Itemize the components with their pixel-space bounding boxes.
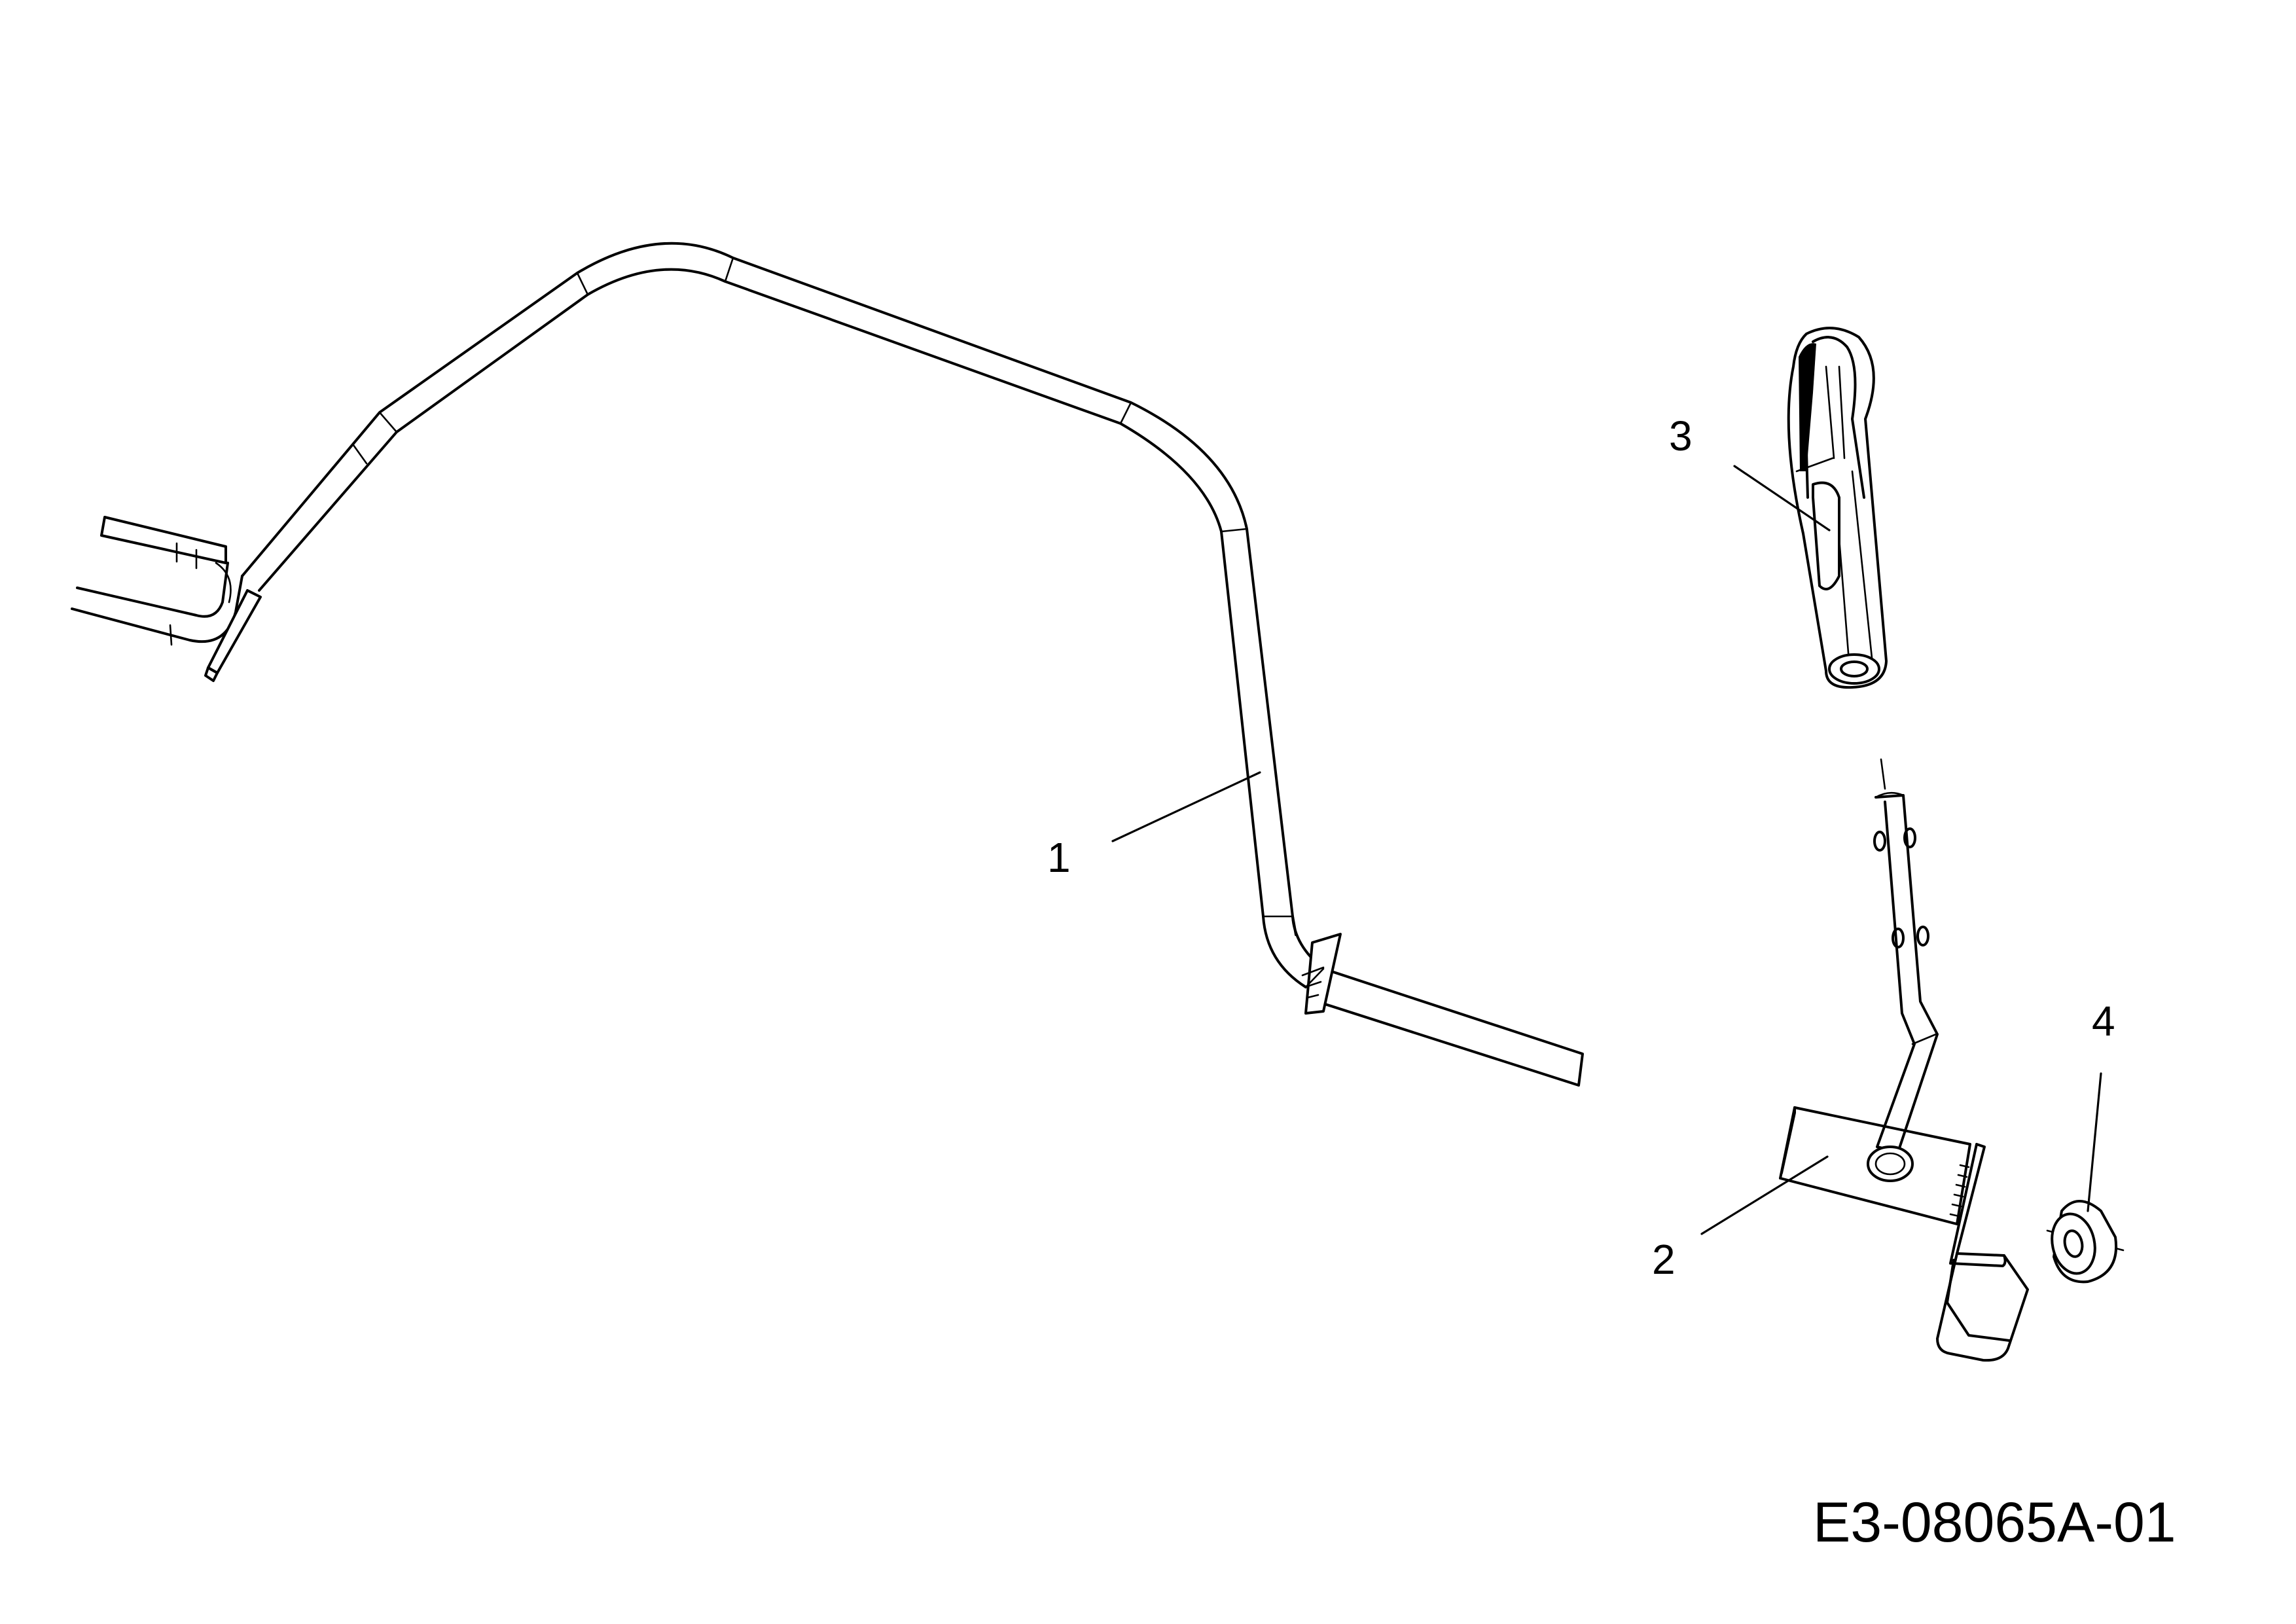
leader-2 bbox=[1700, 1155, 1829, 1235]
grip-window bbox=[1812, 481, 1840, 590]
rod-seams bbox=[352, 257, 1325, 988]
callout-3: 3 bbox=[1669, 412, 1831, 532]
rod-fork-tip bbox=[204, 666, 219, 682]
leader-4 bbox=[2087, 1072, 2102, 1212]
lever-shaft-cap bbox=[1874, 791, 1905, 799]
lever-plate-left-fold bbox=[1780, 1106, 1796, 1174]
grip-dark-slot bbox=[1799, 343, 1816, 471]
rod-fork-lower-arm bbox=[71, 562, 243, 643]
lever-hole-2b bbox=[1916, 926, 1929, 947]
callout-label-4: 4 bbox=[2092, 998, 2115, 1045]
rod-fork-upper-arm bbox=[100, 516, 227, 564]
rod-inner-edge bbox=[258, 268, 1265, 918]
callout-2: 2 bbox=[1652, 1155, 1829, 1283]
lever-side-flange bbox=[1949, 1143, 2007, 1267]
lever-foot-inner bbox=[1946, 1259, 2011, 1342]
spacer-bore bbox=[2063, 1229, 2084, 1258]
grip-ridge-lines bbox=[1825, 365, 1873, 662]
part-4-spacer bbox=[2046, 1200, 2125, 1284]
lever-flange-teeth bbox=[1949, 1164, 1970, 1218]
callout-1: 1 bbox=[1047, 771, 1261, 881]
callout-label-1: 1 bbox=[1047, 834, 1071, 881]
part-3-handle-grip bbox=[1787, 327, 1888, 689]
lever-hole-1b bbox=[1903, 827, 1916, 848]
lever-weld-collar-inner bbox=[1874, 1152, 1906, 1176]
drawing-number: E3-08065A-01 bbox=[1813, 1491, 2176, 1554]
rod-lower-bend-outer bbox=[1262, 915, 1307, 988]
grip-end-opening bbox=[1828, 653, 1880, 685]
rod-outer-edge bbox=[241, 242, 1297, 936]
lever-shaft bbox=[1874, 794, 1939, 1153]
rod-collar bbox=[1304, 933, 1342, 1015]
callout-label-3: 3 bbox=[1669, 412, 1693, 460]
grip-outer bbox=[1787, 327, 1888, 689]
part-1-control-rod bbox=[71, 242, 1584, 1087]
rod-fork-pin bbox=[207, 589, 262, 674]
grip-window-slash bbox=[1795, 457, 1834, 473]
leader-1 bbox=[1111, 771, 1261, 842]
grip-end-bore bbox=[1840, 660, 1869, 677]
lever-bend-seam bbox=[1911, 1033, 1937, 1045]
callout-label-2: 2 bbox=[1652, 1236, 1676, 1283]
lever-weld-collar bbox=[1867, 1146, 1914, 1182]
lever-foot-pedal bbox=[1936, 1252, 2029, 1362]
spacer-face bbox=[2051, 1212, 2096, 1275]
leader-3 bbox=[1733, 465, 1831, 532]
lever-tip-line bbox=[1880, 758, 1886, 790]
lever-hole-1a bbox=[1873, 831, 1886, 852]
lever-hole-2a bbox=[1892, 928, 1905, 948]
callout-4: 4 bbox=[2087, 998, 2115, 1212]
rod-stub bbox=[1316, 967, 1584, 1087]
rod-fork-details bbox=[169, 542, 232, 646]
part-2-lever-bracket bbox=[1779, 758, 2029, 1362]
